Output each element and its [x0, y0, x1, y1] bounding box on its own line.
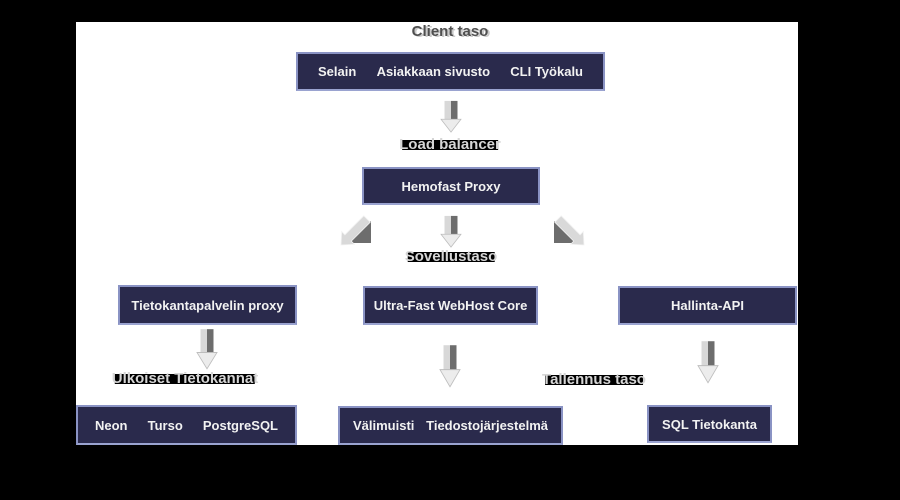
tier-label-load-balancer: Load balancer	[399, 136, 501, 153]
tier-label-external-databases: Ulkoiset Tietokannat	[111, 370, 259, 387]
node-item-filesystem: Tiedostojärjestelmä	[426, 418, 548, 433]
node-sql-database: SQL Tietokanta	[647, 405, 772, 443]
diagonal-down-left-arrow-icon	[338, 214, 372, 248]
node-storage-group: Välimuisti Tiedostojärjestelmä	[338, 406, 563, 445]
down-arrow-icon	[196, 328, 218, 370]
down-arrow-icon	[697, 340, 719, 384]
node-item-postgresql: PostgreSQL	[202, 417, 278, 433]
node-client-group: Selain Asiakkaan sivusto CLI Työkalu	[296, 52, 605, 91]
node-item-customer-site: Asiakkaan sivusto	[376, 64, 491, 79]
node-database-server-proxy: Tietokantapalvelin proxy	[118, 285, 297, 325]
down-arrow-icon	[440, 215, 462, 248]
down-arrow-icon	[440, 100, 462, 133]
node-external-db-group: Neon Turso PostgreSQL	[76, 405, 297, 445]
node-item-neon: Neon	[95, 417, 128, 433]
node-item-browser: Selain	[318, 64, 357, 79]
tier-label-storage: Tallennus taso	[542, 371, 646, 388]
node-item-cli-tool: CLI Työkalu	[510, 64, 583, 79]
diagonal-down-right-arrow-icon	[553, 214, 587, 248]
node-item-cache: Välimuisti	[353, 418, 415, 433]
diagram-canvas: Client taso Selain Asiakkaan sivusto CLI…	[76, 22, 798, 445]
down-arrow-icon	[439, 344, 461, 388]
node-webhost-core: Ultra-Fast WebHost Core	[363, 286, 538, 325]
tier-label-client: Client taso	[411, 23, 489, 40]
node-hemofast-proxy: Hemofast Proxy	[362, 167, 540, 205]
node-management-api: Hallinta-API	[618, 286, 797, 325]
tier-label-application: Sovellustaso	[404, 248, 498, 265]
node-item-turso: Turso	[147, 417, 183, 433]
